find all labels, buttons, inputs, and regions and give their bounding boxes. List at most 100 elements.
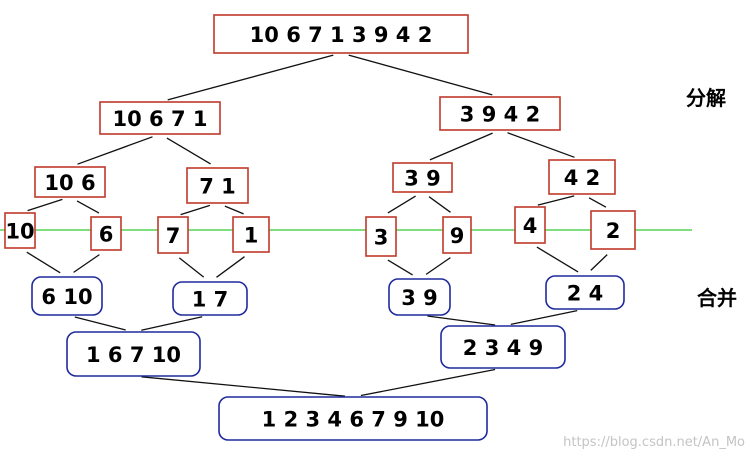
split-node-text: 3 9: [404, 167, 441, 191]
split-node-box: [232, 216, 270, 253]
edge-s6-s14: [588, 197, 607, 208]
split-node-text: 7: [166, 224, 181, 248]
merge-node-box: [172, 281, 248, 316]
edge-s0-s1: [167, 54, 334, 101]
split-stage-label: 分解: [686, 86, 726, 110]
split-node-box: [186, 167, 249, 204]
split-node-text: 10 6 7 1 3 9 4 2: [250, 23, 433, 47]
edge-s9-m1: [178, 257, 205, 278]
split-node-box: [34, 166, 106, 198]
edge-s0-s2: [348, 54, 493, 96]
edge-s3-s8: [76, 200, 100, 214]
split-node-s10: 1: [232, 216, 270, 253]
edge-s6-s13: [537, 195, 575, 206]
merge-node-m2: 3 9: [388, 278, 451, 316]
split-node-s6: 4 2: [548, 159, 616, 195]
edge-m5-m6: [360, 368, 496, 397]
merge-node-text: 1 7: [192, 288, 229, 312]
edge-s2-s5: [429, 132, 493, 161]
split-node-s2: 3 9 4 2: [439, 96, 561, 131]
merge-node-text: 1 6 7 10: [86, 343, 181, 367]
edge-s1-s3: [77, 136, 153, 165]
merge-stage-label: 合并: [697, 286, 737, 310]
split-node-box: [157, 216, 189, 254]
merge-node-m5: 2 3 4 9: [440, 325, 566, 369]
split-node-box: [213, 14, 469, 54]
merge-node-box: [388, 278, 451, 316]
split-node-s3: 10 6: [34, 166, 106, 198]
split-node-text: 10 6 7 1: [113, 107, 208, 131]
edge-s7-m0: [26, 251, 61, 274]
split-node-s11: 3: [365, 216, 397, 257]
split-node-text: 1: [244, 224, 259, 248]
split-node-box: [548, 159, 616, 195]
split-node-box: [90, 216, 122, 251]
merge-node-text: 3 9: [401, 286, 438, 310]
merge-node-m6: 1 2 3 4 6 7 9 10: [218, 396, 488, 441]
split-node-text: 4 2: [564, 166, 601, 190]
tree-edges: [26, 54, 608, 397]
split-node-s4: 7 1: [186, 167, 249, 204]
split-node-s13: 4: [514, 206, 546, 244]
split-node-box: [4, 212, 36, 249]
split-node-box: [514, 206, 546, 244]
edge-m0-m4: [74, 316, 126, 331]
split-node-text: 4: [523, 214, 538, 238]
split-node-box: [365, 216, 397, 257]
edge-s5-s11: [387, 195, 416, 214]
edge-s4-s10: [224, 205, 244, 215]
merge-node-text: 1 2 3 4 6 7 9 10: [262, 408, 445, 432]
split-node-text: 3 9 4 2: [460, 103, 540, 127]
split-node-text: 10: [5, 220, 34, 244]
merge-node-box: [218, 396, 488, 441]
edge-m2-m5: [427, 315, 496, 326]
merge-node-box: [66, 331, 201, 377]
edge-s2-s6: [507, 132, 575, 158]
split-node-text: 10 6: [44, 171, 95, 195]
merge-node-box: [545, 275, 625, 310]
split-node-s12: 9: [442, 216, 472, 254]
edge-m4-m6: [141, 376, 346, 397]
split-node-s9: 7: [157, 216, 189, 254]
split-node-box: [99, 101, 221, 135]
merge-node-text: 2 3 4 9: [463, 336, 543, 360]
merge-node-m0: 6 10: [31, 276, 103, 316]
watermark-text: https://blog.csdn.net/An_Mo: [563, 435, 745, 450]
edge-s10-m1: [216, 256, 245, 278]
split-node-box: [439, 96, 561, 131]
split-node-s7: 10: [4, 212, 36, 249]
split-node-s0: 10 6 7 1 3 9 4 2: [213, 14, 469, 54]
merge-node-box: [440, 325, 566, 369]
split-node-s1: 10 6 7 1: [99, 101, 221, 135]
edge-s8-m0: [73, 254, 100, 273]
edge-s11-m2: [387, 259, 413, 276]
split-node-box: [442, 216, 472, 254]
merge-stage-nodes: 6 10 1 7 3 9 2 4 1 6 7 10 2 3 4 9 1 2 3 4 6 7 …: [31, 275, 625, 441]
split-node-box: [590, 210, 636, 250]
split-node-text: 9: [450, 224, 465, 248]
edge-m1-m4: [141, 316, 203, 331]
edge-s14-m3: [590, 254, 608, 271]
edge-s1-s4: [166, 137, 211, 165]
split-node-s14: 2: [590, 210, 636, 250]
edge-s5-s12: [428, 196, 451, 213]
split-stage-nodes: 10 6 7 1 3 9 4 2 10 6 7 1 3 9 4 2 10 6 7 1 3 …: [4, 14, 636, 257]
merge-node-m3: 2 4: [545, 275, 625, 310]
split-node-text: 2: [606, 219, 621, 243]
split-node-box: [392, 162, 453, 193]
edge-s13-m3: [536, 246, 579, 273]
merge-node-box: [31, 276, 103, 316]
merge-node-text: 6 10: [41, 285, 92, 309]
split-node-s5: 3 9: [392, 162, 453, 193]
split-node-s8: 6: [90, 216, 122, 251]
edge-s3-s7: [27, 198, 63, 212]
edge-m3-m5: [510, 309, 578, 326]
split-node-text: 7 1: [199, 175, 236, 199]
merge-node-text: 2 4: [567, 282, 604, 306]
split-node-text: 6: [99, 223, 114, 247]
split-node-text: 3: [374, 226, 389, 250]
merge-node-m1: 1 7: [172, 281, 248, 316]
edge-s12-m2: [425, 257, 451, 275]
edge-s4-s9: [180, 204, 211, 216]
